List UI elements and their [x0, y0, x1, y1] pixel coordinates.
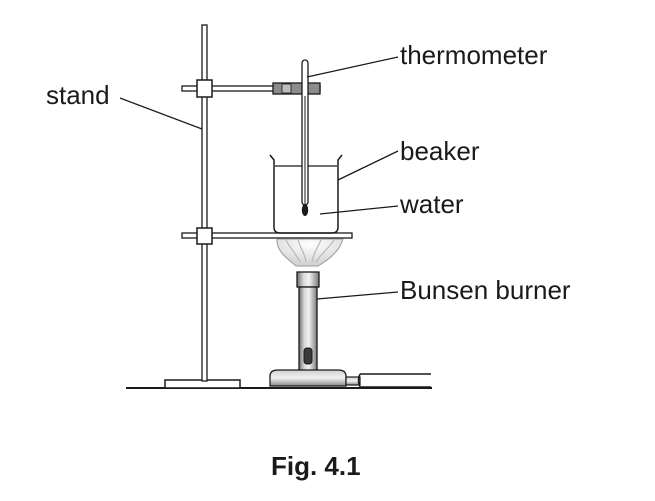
air-hole [303, 347, 313, 365]
bunsen-burner-label: Bunsen burner [400, 275, 571, 305]
lower-support-arm [181, 232, 353, 239]
bunsen-burner-leader [316, 291, 399, 300]
thermometer-leader [306, 56, 399, 78]
water-leader [319, 205, 399, 215]
upper-boss-head [196, 79, 213, 98]
figure-caption: Fig. 4.1 [271, 451, 361, 481]
beaker-label: beaker [400, 136, 480, 166]
stand-leader [119, 97, 203, 130]
thermometer-label: thermometer [400, 40, 548, 70]
burner-base [269, 369, 347, 387]
gas-tubing [357, 373, 431, 388]
stand-rod [201, 24, 208, 382]
thermometer-clamp [272, 82, 321, 95]
burner-collar [296, 271, 320, 288]
water-label: water [400, 189, 464, 219]
flame [276, 238, 344, 267]
beaker-outline [269, 154, 343, 234]
lower-boss-head [196, 227, 213, 245]
stand-label: stand [46, 80, 110, 110]
gas-inlet [345, 376, 361, 386]
thermometer-bulb [301, 204, 309, 216]
beaker-leader [337, 150, 399, 181]
